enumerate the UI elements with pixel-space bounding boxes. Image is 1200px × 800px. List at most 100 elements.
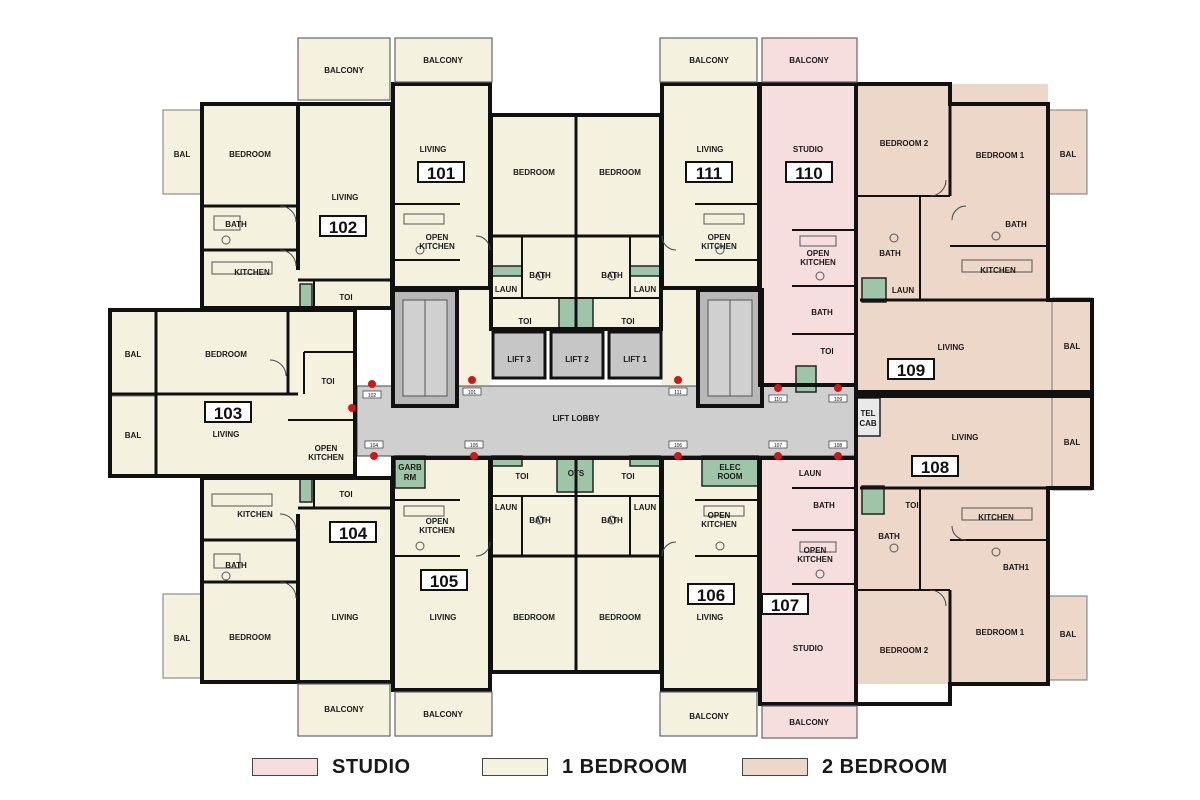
label-lift1: LIFT 1 [623, 355, 647, 364]
entry-door-103[interactable] [348, 404, 356, 412]
label-toi: TOI [339, 293, 352, 302]
svg-text:101: 101 [468, 390, 477, 396]
label-bedroom: BEDROOM [229, 633, 271, 642]
label-bath: BATH [813, 501, 835, 510]
label-kitchen: KITCHEN [234, 268, 270, 277]
label-bath: BATH [811, 308, 833, 317]
label-bedroom: BEDROOM [229, 150, 271, 159]
label-elec-room: ELEC [719, 463, 741, 472]
label-open-kitchen: KITCHEN [308, 453, 344, 462]
label-balcony: BALCONY [324, 705, 364, 714]
label-bath: BATH [601, 271, 623, 280]
entry-doors: 101 102 104 105 106 107 [348, 376, 848, 460]
label-toi: TOI [518, 317, 531, 326]
svg-text:104: 104 [339, 524, 368, 543]
stairs [391, 288, 764, 408]
svg-text:111: 111 [674, 390, 682, 396]
unit-tag-105[interactable]: 105 [420, 569, 468, 591]
svg-text:110: 110 [774, 397, 782, 403]
svg-text:102: 102 [368, 393, 377, 399]
unit-tag-107[interactable]: 107 [761, 593, 809, 615]
label-bal: BAL [1060, 150, 1077, 159]
label-balcony: BALCONY [689, 56, 729, 65]
unit-106-area[interactable] [662, 458, 759, 690]
label-toi: TOI [905, 501, 918, 510]
label-garb-rm: RM [404, 473, 417, 482]
label-toi: TOI [820, 347, 833, 356]
unit-tag-111[interactable]: 111 [685, 161, 733, 183]
label-laun: LAUN [634, 285, 656, 294]
entry-door-106[interactable]: 106 [668, 440, 688, 460]
svg-text:107: 107 [774, 443, 783, 449]
legend-label-two-bedroom: 2 BEDROOM [822, 755, 948, 778]
label-bath: BATH [529, 271, 551, 280]
label-bath: BATH [529, 516, 551, 525]
label-bath1: BATH1 [1003, 563, 1030, 572]
label-bath: BATH [225, 561, 247, 570]
label-balcony: BALCONY [423, 56, 463, 65]
label-toi: TOI [621, 472, 634, 481]
label-lift-lobby: LIFT LOBBY [552, 414, 600, 423]
svg-text:103: 103 [214, 404, 242, 423]
label-bath: BATH [601, 516, 623, 525]
svg-text:108: 108 [834, 443, 843, 449]
label-bedroom2: BEDROOM 2 [880, 646, 929, 655]
svg-text:110: 110 [795, 164, 822, 183]
label-open-kitchen: KITCHEN [797, 555, 833, 564]
label-balcony: BALCONY [324, 66, 364, 75]
svg-text:109: 109 [834, 397, 843, 403]
label-living: LIVING [213, 430, 240, 439]
label-living: LIVING [332, 193, 359, 202]
label-open-kitchen: KITCHEN [701, 520, 737, 529]
entry-door-111[interactable]: 111 [668, 376, 688, 396]
label-elec-room: ROOM [718, 472, 743, 481]
label-studio: STUDIO [793, 145, 823, 154]
svg-text:105: 105 [430, 572, 458, 591]
svg-text:106: 106 [697, 586, 725, 605]
label-balcony: BALCONY [789, 56, 829, 65]
entry-door-102[interactable]: 102 [362, 380, 382, 399]
unit-tag-108[interactable]: 108 [911, 455, 959, 477]
unit-tag-103[interactable]: 103 [204, 401, 252, 423]
legend-studio: STUDIO [252, 752, 411, 782]
unit-tag-101[interactable]: 101 [417, 161, 465, 183]
unit-tag-104[interactable]: 104 [329, 521, 377, 543]
label-lift2: LIFT 2 [565, 355, 589, 364]
lifts [491, 330, 663, 380]
unit-110-area[interactable] [760, 84, 856, 385]
entry-door-110[interactable]: 110 [768, 384, 788, 403]
label-kitchen: KITCHEN [980, 266, 1016, 275]
unit-tag-110[interactable]: 110 [785, 161, 833, 183]
unit-tag-102[interactable]: 102 [319, 215, 367, 237]
unit-107-area[interactable] [760, 458, 856, 704]
entry-door-105[interactable]: 105 [464, 440, 484, 460]
label-bal: BAL [1064, 438, 1081, 447]
legend-swatch-studio [252, 758, 318, 776]
legend-swatch-one-bedroom [482, 758, 548, 776]
unit-tag-106[interactable]: 106 [687, 583, 735, 605]
label-toi: TOI [515, 472, 528, 481]
label-living: LIVING [697, 145, 724, 154]
label-bath: BATH [878, 532, 900, 541]
label-kitchen: KITCHEN [978, 513, 1014, 522]
label-bath: BATH [879, 249, 901, 258]
label-bedroom: BEDROOM [513, 168, 555, 177]
label-open-kitchen: KITCHEN [701, 242, 737, 251]
service-shafts [299, 265, 887, 515]
entry-door-107[interactable]: 107 [768, 440, 788, 460]
entry-door-104[interactable]: 104 [364, 440, 384, 460]
label-bedroom: BEDROOM [599, 168, 641, 177]
label-living: LIVING [420, 145, 447, 154]
label-bedroom1: BEDROOM 1 [976, 628, 1025, 637]
label-kitchen: KITCHEN [237, 510, 273, 519]
entry-door-108[interactable]: 108 [828, 440, 848, 460]
legend-label-studio: STUDIO [332, 755, 411, 778]
entry-door-101[interactable]: 101 [462, 376, 482, 396]
label-balcony: BALCONY [423, 710, 463, 719]
label-bath: BATH [225, 220, 247, 229]
unit-tag-109[interactable]: 109 [887, 358, 935, 380]
label-living: LIVING [938, 343, 965, 352]
svg-text:108: 108 [921, 458, 949, 477]
entry-door-109[interactable]: 109 [828, 384, 848, 403]
